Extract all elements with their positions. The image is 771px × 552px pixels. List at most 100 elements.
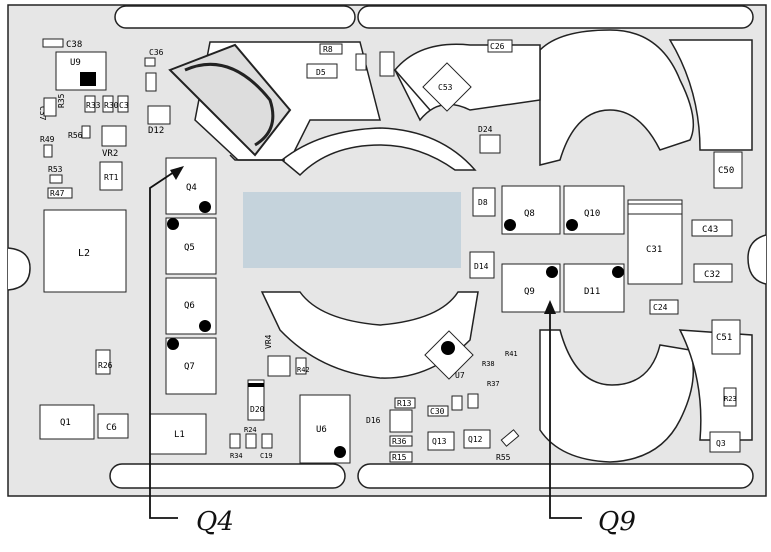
r24-box (245, 433, 257, 449)
r56-box (81, 125, 91, 139)
label-r35: R35 (57, 93, 66, 108)
d20-band (248, 383, 264, 387)
label-r13: R13 (397, 399, 412, 408)
r8-box (319, 43, 343, 55)
c31-band (627, 203, 683, 215)
q12-box (463, 429, 491, 449)
q8-pin1-dot (504, 219, 516, 231)
label-q13: Q13 (432, 437, 447, 446)
c53-box (422, 62, 472, 112)
label-r47: R47 (50, 189, 65, 198)
label-u7: U7 (455, 371, 465, 380)
callout-q9 (544, 300, 582, 519)
label-d5: D5 (316, 68, 326, 77)
label-q12: Q12 (468, 435, 483, 444)
cutout-far-right-top (668, 39, 753, 151)
label-r30: R30 (104, 101, 119, 110)
r42-box (295, 357, 307, 375)
u6-pin1-dot (334, 446, 346, 458)
label-q4: Q4 (186, 183, 197, 193)
label-q6: Q6 (184, 301, 195, 311)
label-c51: C51 (716, 333, 732, 343)
c41-box (451, 395, 463, 411)
label-c43: C43 (702, 225, 718, 235)
r15-box (389, 451, 413, 463)
c3-box (145, 72, 157, 92)
r49-box (43, 144, 53, 158)
c24-box (649, 299, 679, 315)
q5-pin1-dot (167, 218, 179, 230)
r26-box (95, 349, 111, 375)
label-r26: R26 (98, 361, 113, 370)
label-d11: D11 (584, 287, 600, 297)
d24-box (479, 134, 501, 154)
slot-bottom-left (109, 463, 346, 489)
q1-box (39, 404, 95, 440)
vr4-box (267, 355, 291, 377)
label-c30: C30 (430, 407, 445, 416)
label-c37: C37 (38, 106, 47, 121)
d12-box (147, 105, 171, 125)
label-r55: R55 (496, 453, 511, 462)
label-u9: U9 (70, 58, 81, 68)
label-q5: Q5 (184, 243, 195, 253)
label-c19: C19 (260, 452, 273, 460)
callout-q4 (149, 166, 184, 519)
r55-box (500, 429, 520, 447)
label-d24: D24 (478, 125, 493, 134)
label-r36: R36 (392, 437, 407, 446)
label-c6: C6 (106, 423, 117, 433)
c43-box (691, 219, 733, 237)
c36-box (144, 57, 156, 67)
notch-left (7, 247, 31, 291)
q13-box (427, 431, 455, 451)
label-c50: C50 (718, 166, 734, 176)
label-c36: C36 (149, 48, 164, 57)
r13-box (394, 397, 416, 409)
q10-pin1-dot (566, 219, 578, 231)
label-c3: C3 (119, 101, 129, 110)
label-c24: C24 (653, 303, 668, 312)
label-r49: R49 (40, 135, 55, 144)
label-c38: C38 (66, 40, 82, 50)
label-r38: R38 (482, 360, 495, 368)
label-c53: C53 (438, 83, 453, 92)
cutout-line (394, 69, 431, 111)
label-r41: R41 (505, 350, 518, 358)
q6-pin1-dot (199, 320, 211, 332)
label-q1: Q1 (60, 418, 71, 428)
notch-right (747, 234, 767, 285)
label-d20: D20 (250, 405, 265, 414)
u7-box (424, 330, 474, 380)
r39-box (467, 393, 479, 409)
q7-pin1-dot (167, 338, 179, 350)
label-q9: Q9 (524, 287, 535, 297)
slot-top-left (114, 5, 356, 29)
label-d12: D12 (148, 126, 164, 136)
label-r37: R37 (487, 380, 500, 388)
label-q8: Q8 (524, 209, 535, 219)
slot-top-right (357, 5, 754, 29)
label-q3: Q3 (716, 439, 726, 448)
d8-box (472, 187, 496, 217)
label-l1: L1 (174, 430, 185, 440)
c26-box (487, 39, 513, 53)
r30-box (102, 95, 114, 113)
label-r15: R15 (392, 453, 407, 462)
callout-label-q9: Q9 (598, 507, 636, 537)
rt1-box (99, 161, 123, 191)
label-vr2: VR2 (102, 149, 118, 159)
label-c26: C26 (490, 42, 505, 51)
label-r8: R8 (323, 45, 333, 54)
slot-bottom-right (357, 463, 754, 489)
label-r33: R33 (86, 101, 101, 110)
c51-box (711, 319, 741, 355)
label-r24: R24 (244, 426, 257, 434)
core-arc-upper (280, 127, 477, 177)
c19-box (261, 433, 273, 449)
label-r53: R53 (48, 165, 63, 174)
c30-box (427, 405, 449, 417)
d10-box (379, 51, 395, 77)
